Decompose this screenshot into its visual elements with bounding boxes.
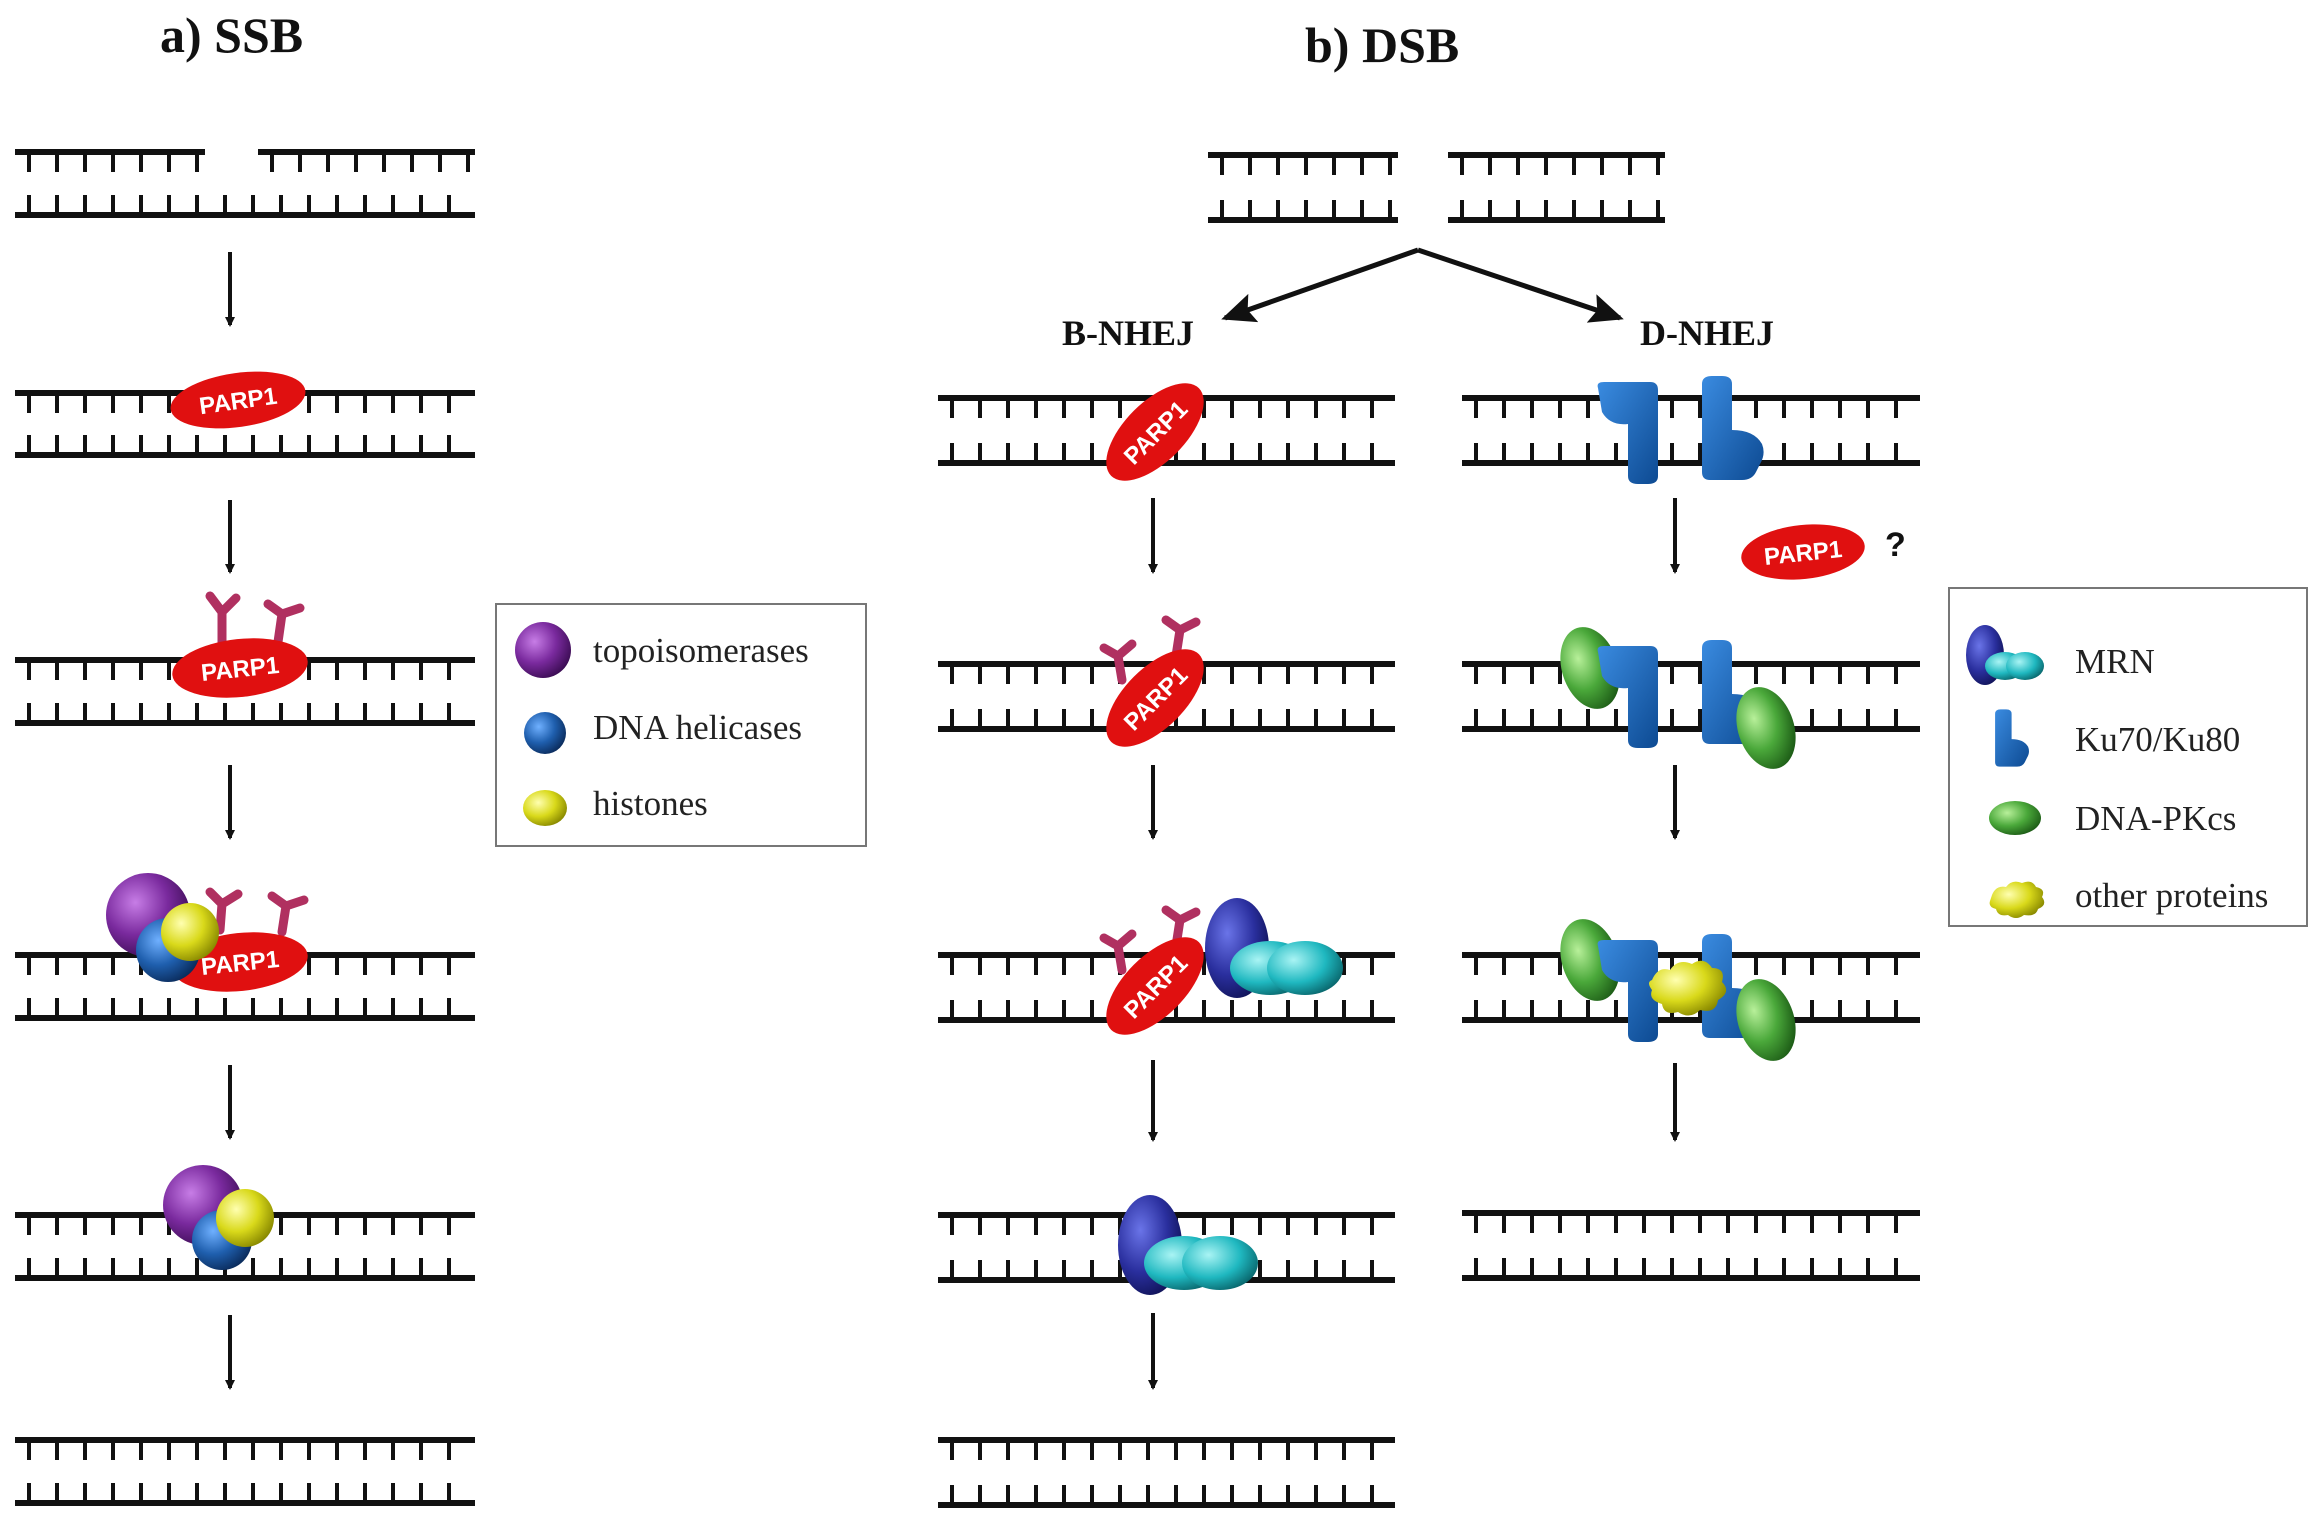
bnhej-step4-mrn [1118,1195,1258,1295]
dnhej-step2-complex [1560,627,1796,769]
ssb-step3-parylated-parp1: PARP1 [172,591,308,698]
dna-strands [15,149,1920,1508]
svg-text:DNA-PKcs: DNA-PKcs [2075,799,2236,838]
dnhej-free-parp1: PARP1 [1741,524,1865,580]
svg-text:Ku70/Ku80: Ku70/Ku80 [2075,720,2240,759]
green-ellipse-icon [1989,801,2041,835]
svg-text:DNA helicases: DNA helicases [593,708,802,747]
mrn-light-subunit [1267,941,1343,995]
dnhej-step3-complex [1560,919,1796,1061]
histone-sphere [161,903,219,961]
blue-sphere-icon [524,712,566,754]
legend-ssb: topoisomerases DNA helicases histones [495,603,867,847]
panel-a-title: a) SSB [160,7,303,63]
yellow-sphere-icon [523,790,567,826]
ssb-step2-parp1: PARP1 [170,371,306,429]
ssb-step4-complex: PARP1 [106,873,309,992]
panel-b-title: b) DSB [1305,17,1459,73]
other-proteins-blob [1649,960,1727,1016]
svg-text:topoisomerases: topoisomerases [593,631,809,670]
bnhej-step1-parp1: PARP1 [1106,383,1204,481]
purple-sphere-icon [515,622,571,678]
svg-text:other proteins: other proteins [2075,876,2268,915]
yellow-blob-icon [1989,881,2045,918]
bnhej-step3-complex: PARP1 [1099,898,1343,1035]
bnhej-step2-parylated-parp1: PARP1 [1099,615,1204,747]
svg-text:MRN: MRN [2075,642,2155,681]
branch-label-b-nhej: B-NHEJ [1062,313,1194,353]
mrn-complex-icon [1966,625,2044,685]
branch-label-d-nhej: D-NHEJ [1640,313,1774,353]
ssb-step5-complex [163,1165,274,1270]
process-arrows [225,247,1680,1390]
legend-dsb: MRN Ku70/Ku80 DNA-PKcs other proteins [1948,587,2308,927]
svg-text:histones: histones [593,784,708,823]
question-mark: ? [1885,526,1906,564]
dnhej-step1-ku-dimer [1597,376,1764,484]
